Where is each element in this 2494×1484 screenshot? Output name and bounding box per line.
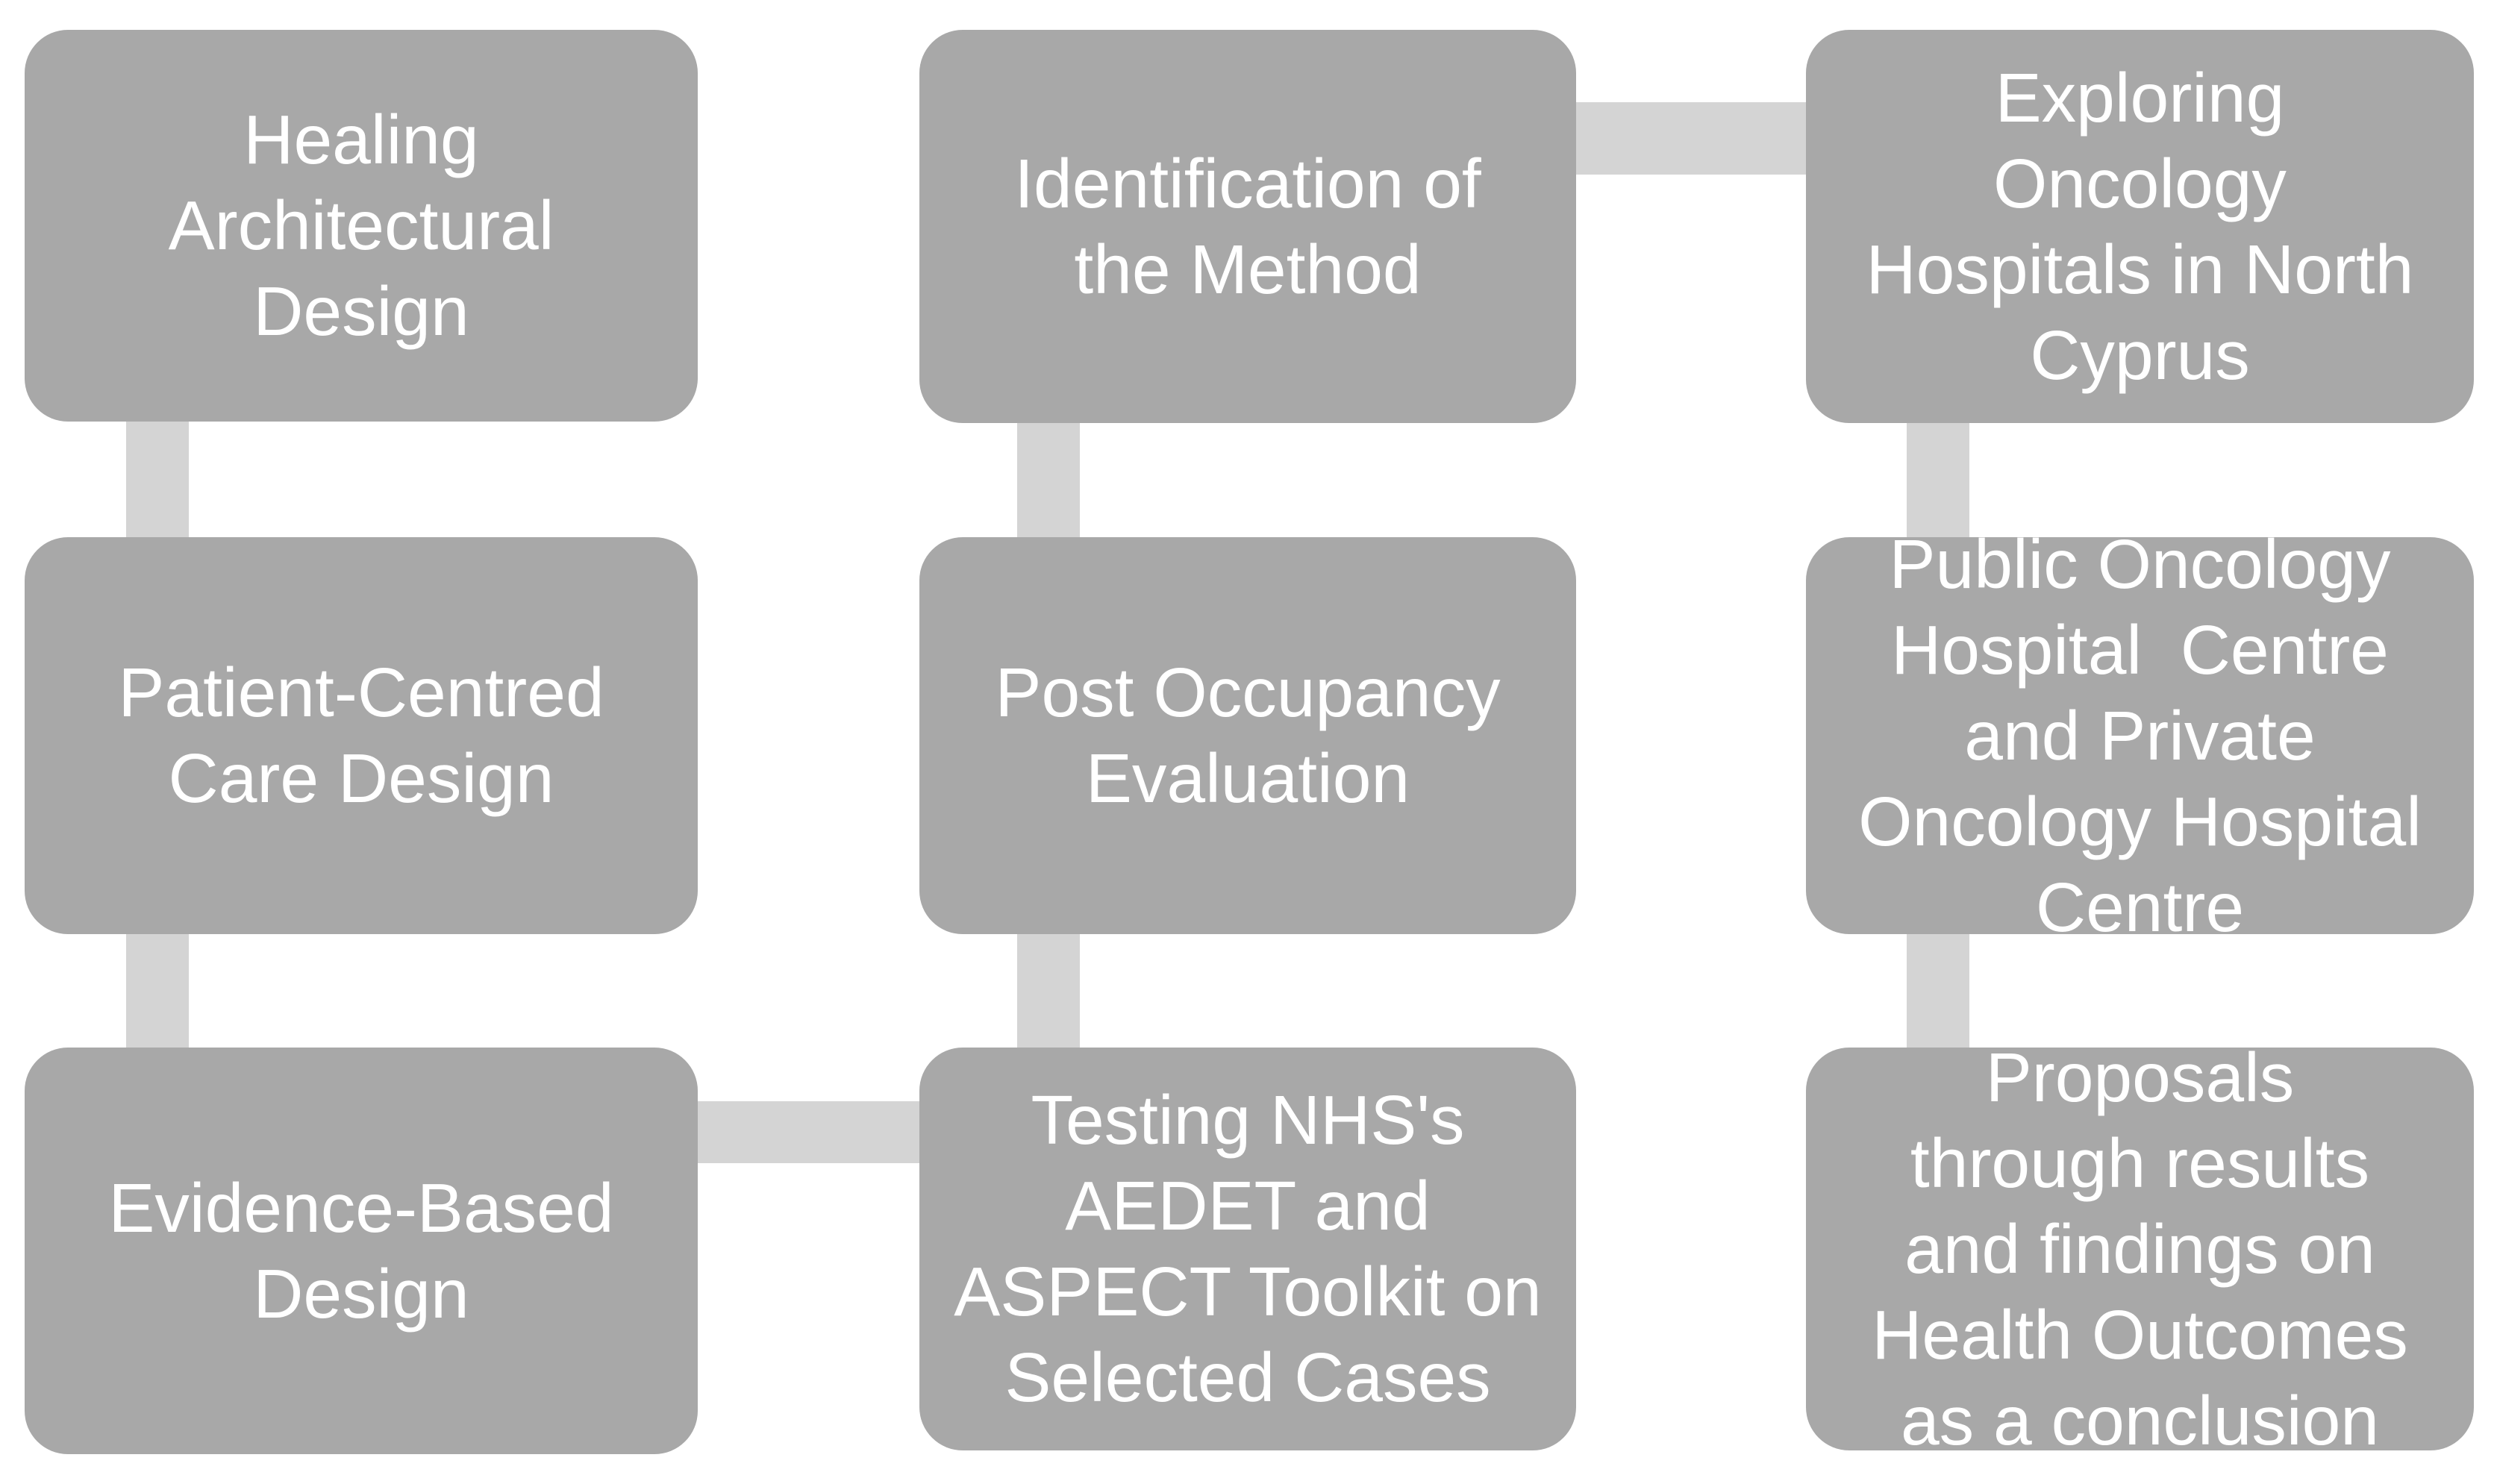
flow-box-evidence-based-design: Evidence-Based Design xyxy=(25,1048,698,1454)
flow-box-public-and-private-oncology-hospital-centre: Public Oncology Hospital Centre and Priv… xyxy=(1806,525,2474,946)
connector-col1-row2-row3 xyxy=(126,925,189,1056)
flow-box-identification-of-the-method: Identification of the Method xyxy=(919,30,1576,423)
flow-box-healing-architectural-design: Healing Architectural Design xyxy=(25,30,698,422)
box-label: Identification of the Method xyxy=(1014,144,1481,308)
box-label: Exploring Oncology Hospitals in North Cy… xyxy=(1866,58,2414,394)
connector-col2row1-to-col3row1 xyxy=(1571,102,1813,175)
box-label: Patient-Centred Care Design xyxy=(118,654,604,817)
connector-col2-row2-row3 xyxy=(1017,925,1080,1056)
flow-box-proposals-through-results-conclusion: Proposals through results and findings o… xyxy=(1806,1039,2474,1459)
flow-box-patient-centred-care-design: Patient-Centred Care Design xyxy=(25,537,698,934)
connector-col1row3-to-col2row3 xyxy=(693,1101,925,1163)
connector-col1-row1-row2 xyxy=(126,410,189,545)
box-label: Post Occupancy Evaluation xyxy=(995,654,1501,817)
flow-box-testing-nhs-aedet-aspect-toolkit: Testing NHS's AEDET and ASPECT Toolkit o… xyxy=(919,1048,1576,1450)
connector-col3-row2-row3 xyxy=(1907,925,1969,1056)
box-label: Healing Architectural Design xyxy=(168,101,554,350)
box-label: Evidence-Based Design xyxy=(108,1168,614,1333)
box-label: Public Oncology Hospital Centre and Priv… xyxy=(1858,525,2422,946)
flow-box-post-occupancy-evaluation: Post Occupancy Evaluation xyxy=(919,537,1576,934)
connector-col2-row1-row2 xyxy=(1017,410,1080,545)
connector-col3-row1-row2 xyxy=(1907,410,1969,545)
box-label: Testing NHS's AEDET and ASPECT Toolkit o… xyxy=(954,1081,1542,1416)
box-label: Proposals through results and findings o… xyxy=(1872,1038,2408,1459)
flow-box-exploring-oncology-hospitals-north-cyprus: Exploring Oncology Hospitals in North Cy… xyxy=(1806,30,2474,423)
